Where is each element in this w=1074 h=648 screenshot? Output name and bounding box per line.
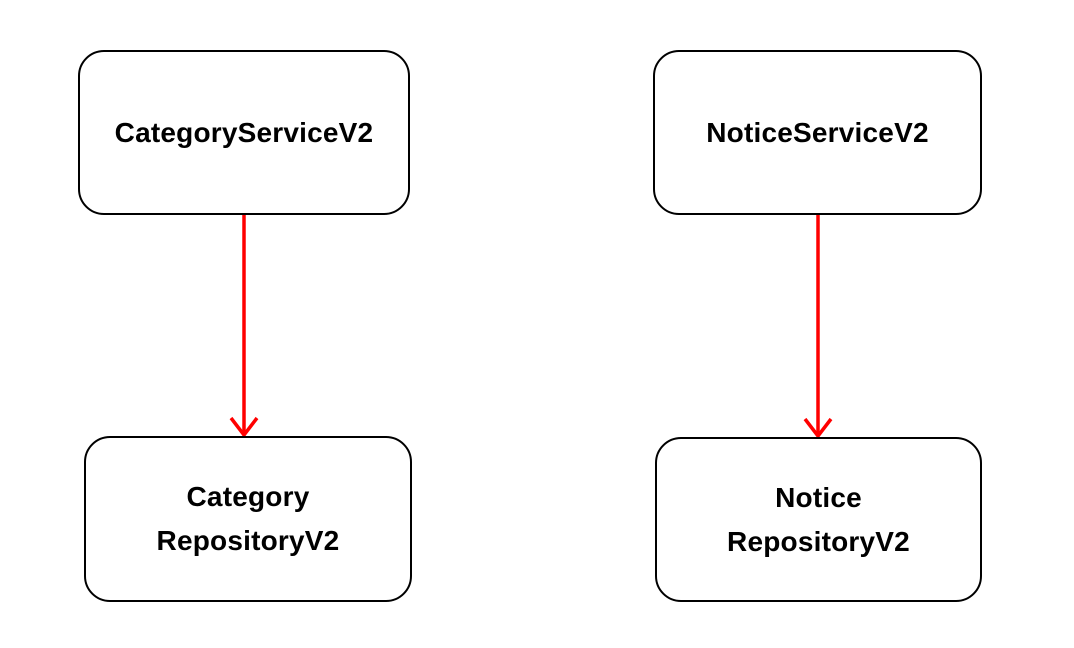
node-notice-repository-v2: Notice RepositoryV2 xyxy=(655,437,982,602)
node-label-line-2: RepositoryV2 xyxy=(156,525,340,556)
node-label-line-1: Notice xyxy=(775,481,862,513)
node-label: CategoryServiceV2 xyxy=(114,116,374,148)
node-category-service-v2: CategoryServiceV2 xyxy=(78,50,410,215)
node-category-repository-v2: Category RepositoryV2 xyxy=(84,436,412,602)
arrow-category-service-to-repository xyxy=(229,215,259,438)
node-notice-service-v2: NoticeServiceV2 xyxy=(653,50,982,215)
node-label-line-2: RepositoryV2 xyxy=(727,525,910,557)
node-label: NoticeServiceV2 xyxy=(706,116,929,148)
arrow-notice-service-to-repository xyxy=(803,215,833,439)
node-label-line-1: Category xyxy=(186,481,310,512)
